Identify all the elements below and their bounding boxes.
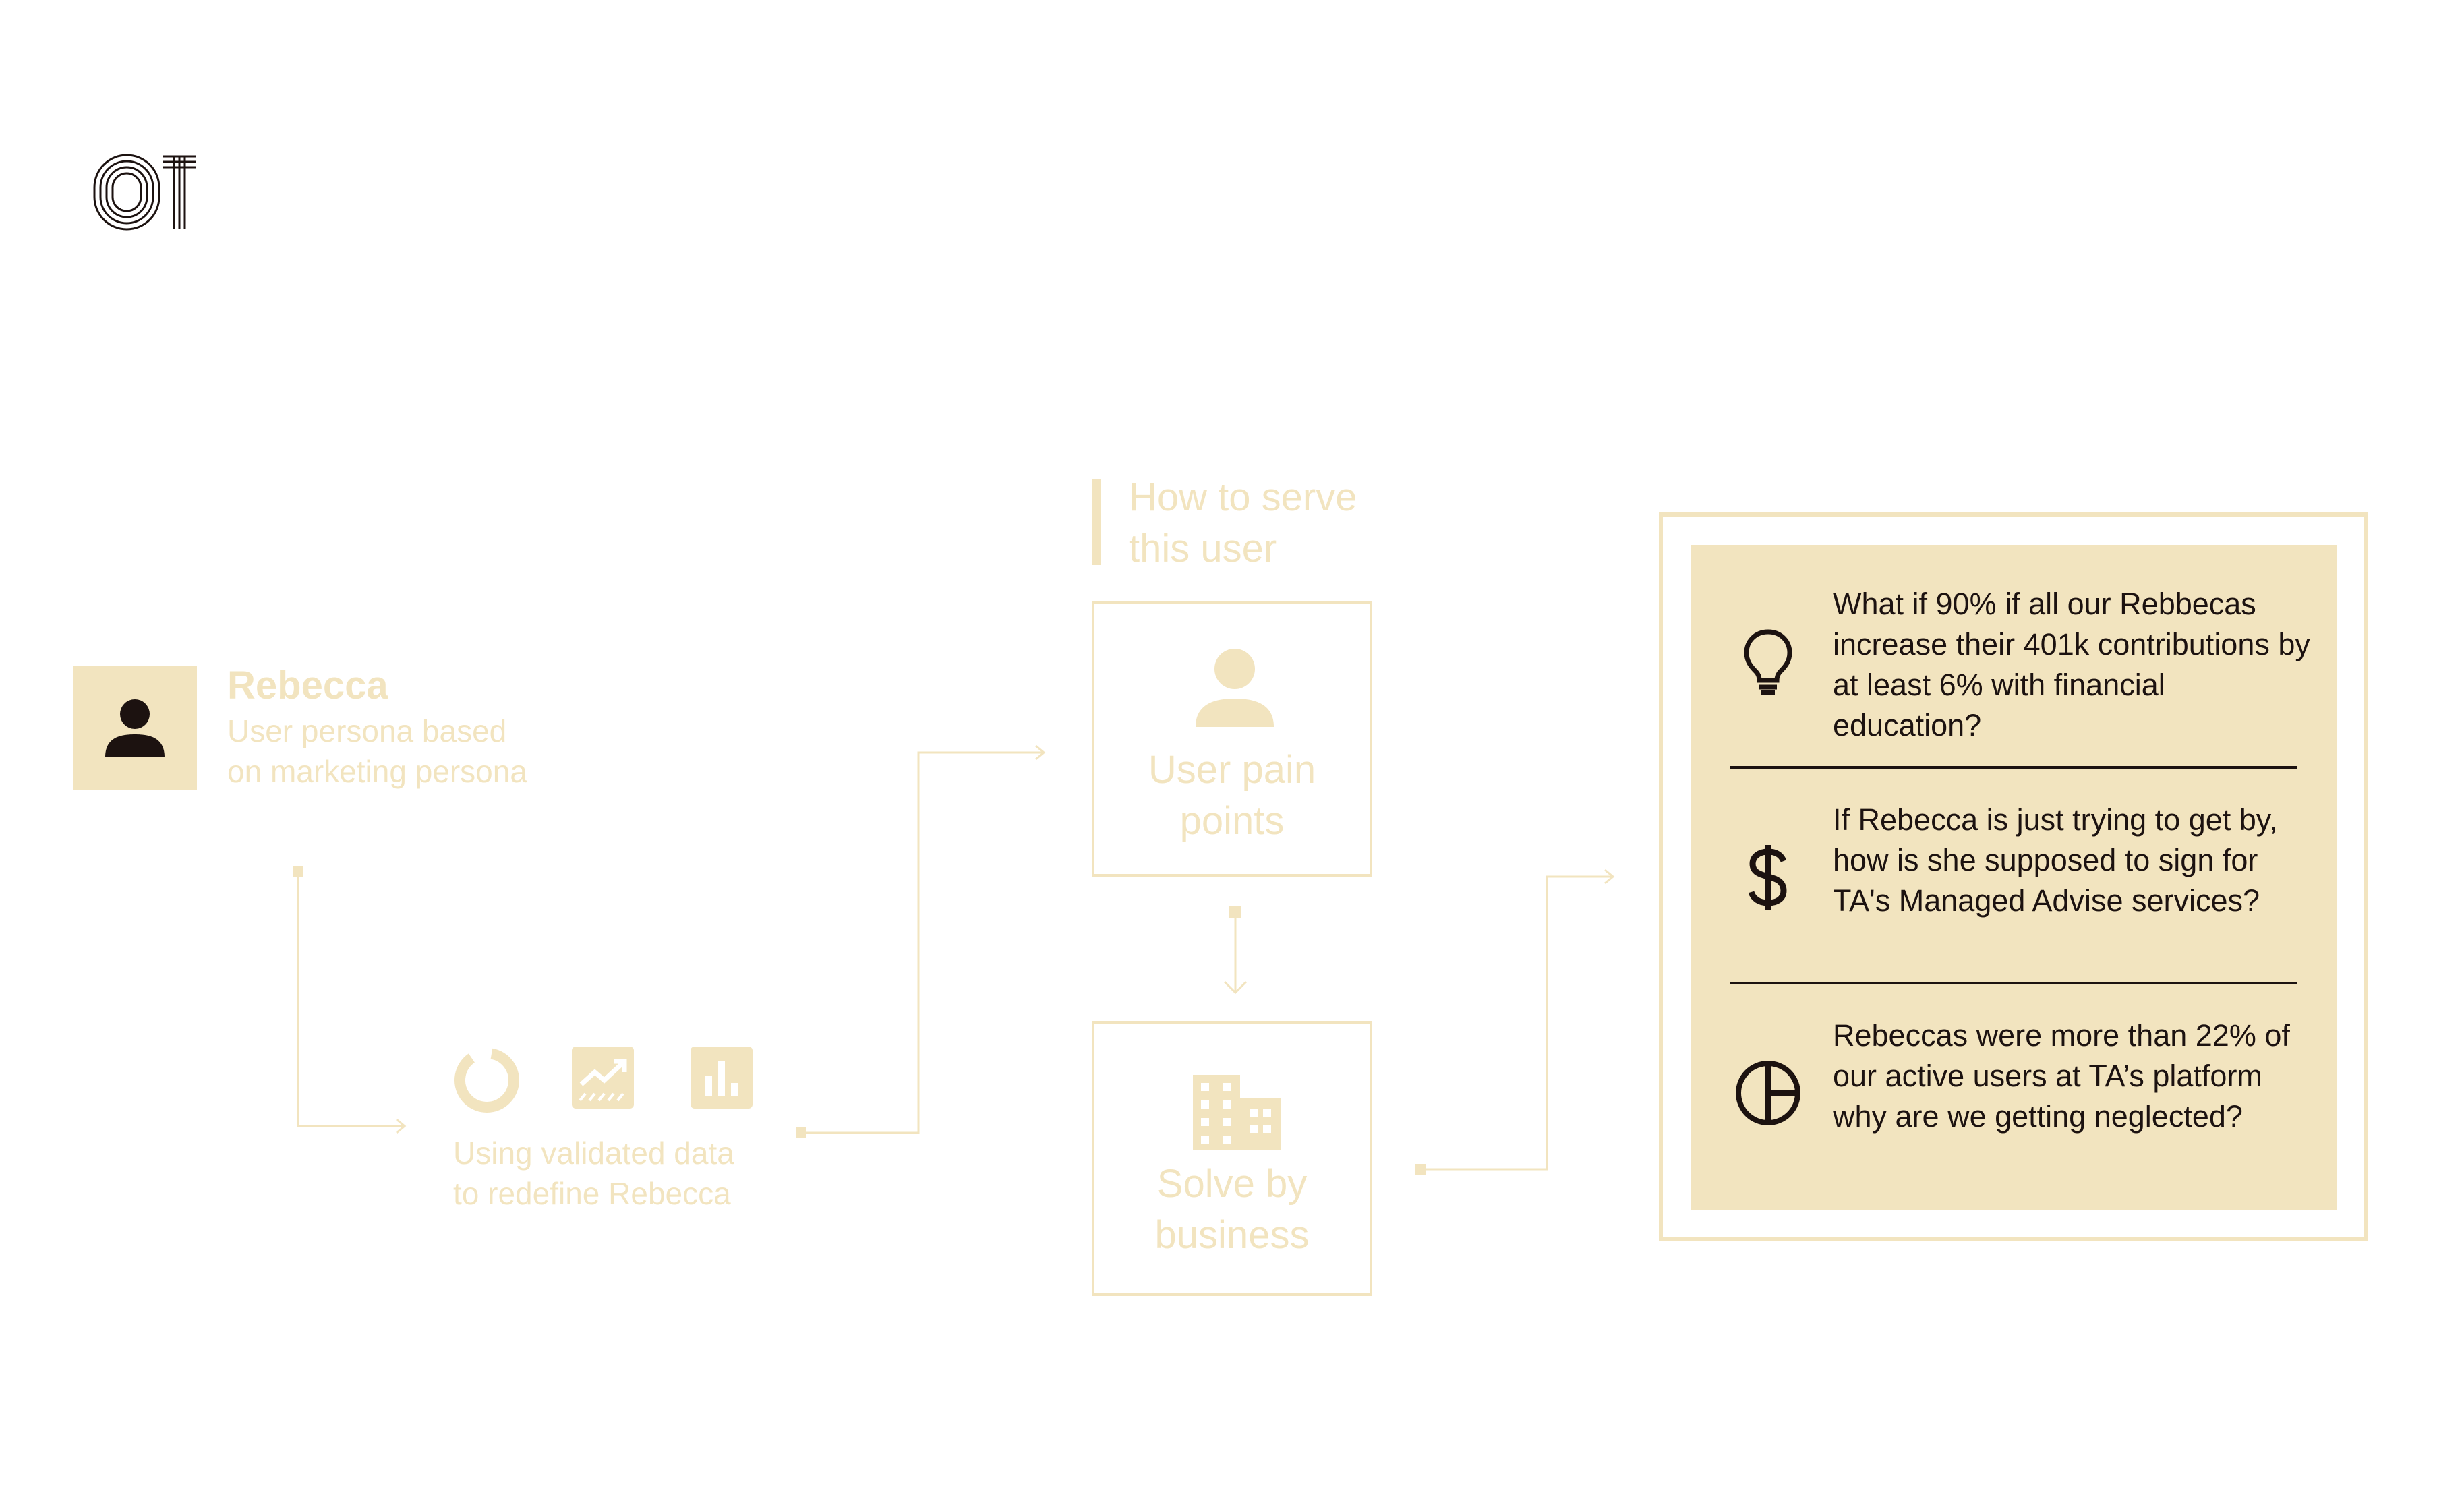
question-divider — [1730, 982, 2297, 984]
persona-subtitle: User persona based on marketing persona — [227, 713, 527, 789]
persona-name: Rebecca — [227, 664, 388, 707]
building-icon — [1193, 1075, 1281, 1150]
question-divider — [1730, 766, 2297, 769]
person-icon — [1196, 649, 1274, 727]
section-number-logo: 01 — [93, 154, 196, 231]
question-text: If Rebecca is just trying to get by, how… — [1833, 802, 2278, 918]
question-text: Rebeccas were more than 22% of our activ… — [1833, 1018, 2290, 1134]
pain-points-card: User pain points — [1092, 601, 1372, 877]
question-text: What if 90% if all our Rebbecas increase… — [1833, 587, 2310, 742]
business-card: Solve by business — [1092, 1021, 1372, 1296]
bar-chart-icon — [691, 1047, 753, 1109]
pie-chart-icon — [1731, 1056, 1805, 1130]
questions-panel-frame — [1659, 512, 2368, 1241]
connector-node — [293, 866, 303, 877]
lightbulb-icon — [1731, 624, 1805, 699]
connector-node — [796, 1127, 806, 1138]
connector-node — [1229, 906, 1241, 918]
person-icon — [105, 699, 165, 757]
serve-title: How to serve this user — [1129, 475, 1357, 570]
section-accent-bar — [1092, 479, 1101, 565]
donut-chart-icon — [454, 1048, 519, 1113]
persona-avatar — [73, 666, 197, 790]
questions-panel: What if 90% if all our Rebbecas increase… — [1691, 545, 2337, 1210]
business-label: Solve by business — [1154, 1162, 1310, 1257]
pain-points-label: User pain points — [1148, 748, 1316, 843]
data-caption: Using validated data to redefine Rebecca — [453, 1136, 734, 1211]
connector-node — [1415, 1164, 1426, 1175]
trend-chart-icon — [572, 1047, 634, 1109]
dollar-icon — [1731, 840, 1805, 914]
